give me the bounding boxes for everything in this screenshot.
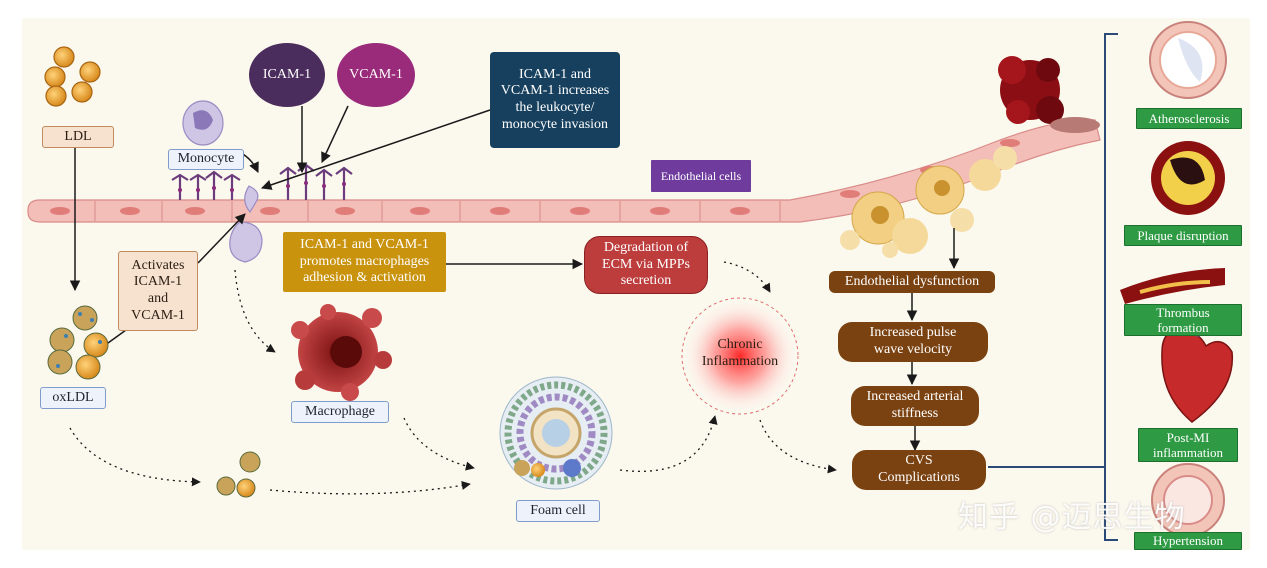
flow-arrows (69, 105, 960, 452)
outcome-hypertension: Hypertension (1134, 532, 1242, 550)
foam-cell-label: Foam cell (516, 500, 600, 522)
ldl-label: LDL (42, 126, 114, 148)
blood-clot-icon (998, 56, 1100, 133)
monocyte-label: Monocyte (168, 149, 244, 170)
vcam1-bubble: VCAM-1 (337, 43, 415, 107)
outcome-atherosclerosis: Atherosclerosis (1136, 108, 1242, 129)
outcome-post-mi-inflammation: Post-MI inflammation (1138, 428, 1238, 462)
arterial-stiffness-box: Increased arterial stiffness (851, 386, 979, 426)
plaque-cluster-icon (840, 146, 1017, 258)
adhesion-note: ICAM-1 and VCAM-1 promotes macrophages a… (283, 232, 446, 292)
macrophage-label: Macrophage (291, 401, 389, 423)
ldl-particle-icon (44, 46, 101, 107)
oxldl-label: oxLDL (40, 387, 106, 409)
adhesion-receptor-icon (171, 163, 353, 200)
artery-cross-section-icon (1149, 21, 1227, 537)
watermark-text: 知乎 @迈思生物 (958, 500, 1186, 535)
endothelial-cells-label: Endothelial cells (651, 160, 751, 192)
monocyte-cell-icon (182, 100, 263, 263)
icam1-bubble: ICAM-1 (249, 43, 325, 107)
outcome-bracket (988, 33, 1118, 541)
outcome-plaque-disruption: Plaque disruption (1124, 225, 1242, 246)
invasion-note: ICAM-1 and VCAM-1 increases the leukocyt… (490, 52, 620, 148)
chronic-inflammation-label: Chronic Inflammation (701, 337, 779, 369)
macrophage-cell-icon (291, 304, 392, 401)
foam-cell-icon (499, 376, 613, 490)
outcome-thrombus-formation: Thrombus formation (1124, 304, 1242, 336)
ecm-degradation-box: Degradation of ECM via MPPs secretion (584, 236, 708, 294)
activates-box: Activates ICAM-1 and VCAM-1 (118, 251, 198, 331)
inflammation-glow (681, 297, 799, 415)
pulse-wave-box: Increased pulse wave velocity (838, 322, 988, 362)
cvs-complications-box: CVS Complications (852, 450, 986, 490)
thrombus-vessel-icon (1120, 268, 1225, 304)
oxldl-cluster-icon (47, 305, 109, 380)
endothelial-dysfunction-box: Endothelial dysfunction (829, 271, 995, 293)
